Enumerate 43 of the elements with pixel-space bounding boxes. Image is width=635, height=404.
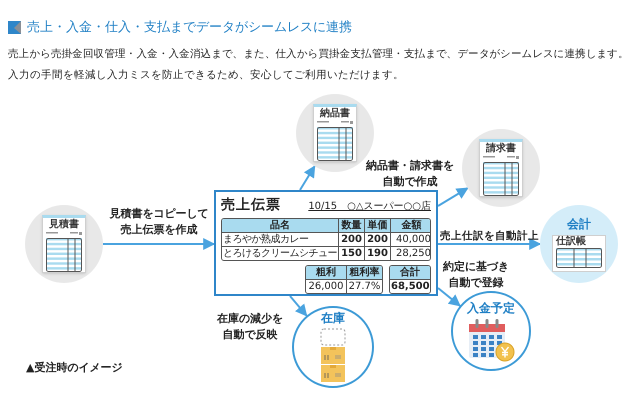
column-header: 品名 (222, 219, 338, 233)
description-text: 入力の手間を軽減し入力ミスを防止できるため、安心してご利用いただけます。 (8, 68, 404, 83)
description-text: 売上から売掛金回収管理・入金・入金消込まで、また、仕入から買掛金支払管理・支払まで、データがシームレスに連携します。 (8, 47, 630, 62)
table-value: 27.7% (346, 280, 382, 293)
column-header: 数量 (338, 219, 364, 233)
circle-title: 在庫 (321, 310, 345, 326)
table-value: とろけるクリームシチュー (222, 247, 338, 260)
edge-label: 納品書・請求書を自動で作成 (364, 158, 455, 190)
document-title: 請求書 (486, 143, 516, 155)
column-header: 粗利 (306, 266, 346, 280)
arrow (103, 238, 216, 250)
arrow (299, 165, 316, 191)
table-value: 26,000 (308, 280, 344, 293)
table-value: 200 (364, 233, 390, 247)
edge-label: 見積書をコピーして売上伝票を作成 (108, 206, 210, 238)
slip-title: 売上伝票 (221, 196, 281, 215)
table-value: まろやか熟成カレー (222, 233, 338, 247)
arrow (438, 238, 542, 250)
arrow (289, 295, 308, 317)
slip-date-customer: 10/15 ○△スーパー○○店 (308, 200, 431, 214)
table-value: 28,250 (390, 247, 430, 260)
heading: 売上・入金・仕入・支払までデータがシームレスに連携 (27, 19, 352, 37)
column-header: 合計 (390, 266, 430, 280)
edge-label: 約定に基づき自動で登録 (442, 259, 510, 291)
arrow (437, 187, 469, 207)
edge-label: 在庫の減少を自動で反映 (216, 311, 284, 343)
ledger-title: 仕訳帳 (556, 236, 587, 248)
edge-label: 売上仕訳を自動計上 (440, 229, 539, 244)
table-value: 40,000 (390, 233, 430, 247)
table-value: 150 (338, 247, 364, 260)
column-header: 金額 (390, 219, 430, 233)
circle-title: 入金予定 (467, 300, 515, 316)
table-value: 190 (364, 247, 390, 260)
caption: ▲受注時のイメージ (26, 360, 122, 376)
document-title: 見積書 (49, 219, 79, 231)
sales-slip-card (214, 190, 438, 296)
column-header: 単価 (364, 219, 390, 233)
table-value: 200 (338, 233, 364, 247)
circle-title: 会計 (567, 216, 591, 232)
column-header: 粗利率 (346, 266, 382, 280)
arrow (437, 287, 461, 307)
table-value: 68,500 (390, 280, 430, 293)
document-title: 納品書 (320, 108, 350, 120)
